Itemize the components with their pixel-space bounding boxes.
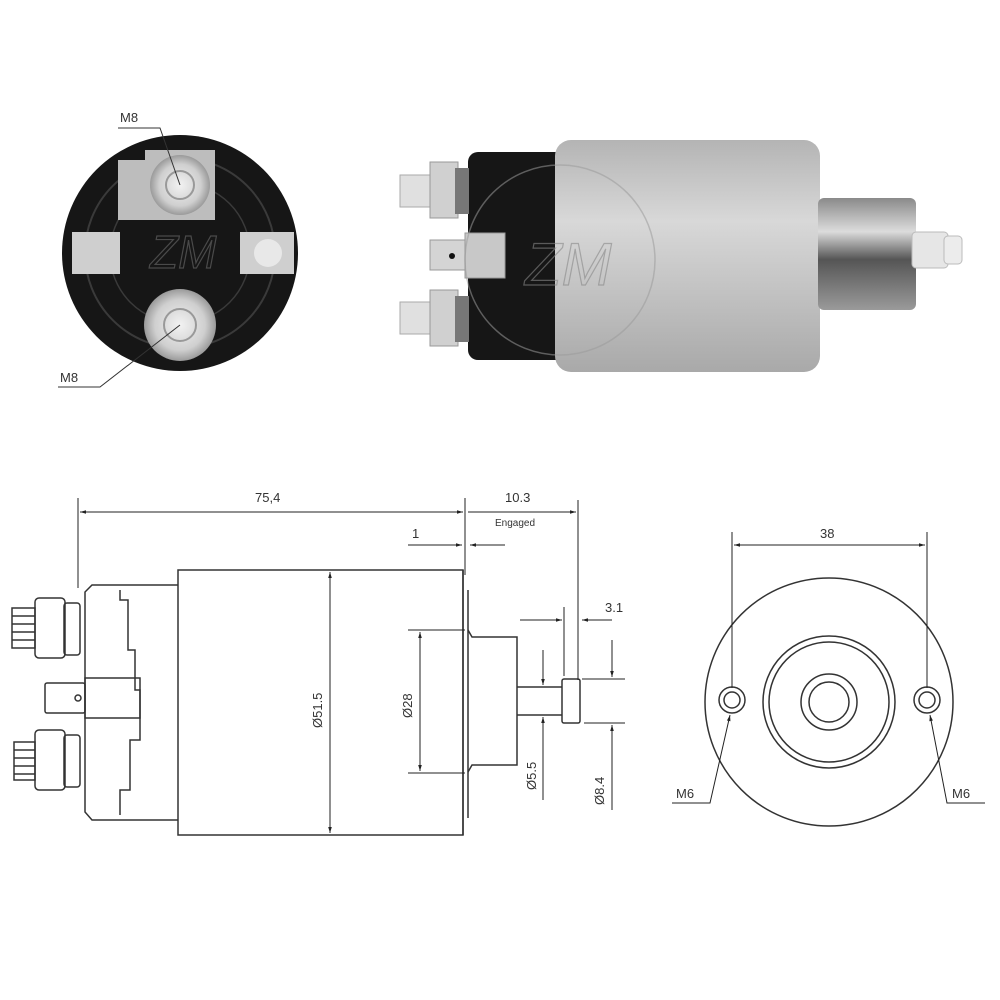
dim-overall-length: 75,4 [255,490,280,505]
end-view-top-terminal-label: M8 [120,110,138,125]
end-drawing-dimensions [672,532,985,804]
dim-plunger-head-diameter: Ø8.4 [592,777,607,805]
svg-text:ZM: ZM [523,231,612,298]
left-hole-thread-label: M6 [676,786,694,801]
end-view-photo: ZM [58,127,298,388]
end-view-bottom-terminal-label: M8 [60,370,78,385]
end-technical-drawing [704,577,954,827]
dim-travel-engaged: 10.3 [505,490,530,505]
dim-body-diameter: Ø51.5 [310,693,325,728]
watermark-logo: ZM [149,226,217,278]
dim-plunger-diameter: Ø5.5 [524,762,539,790]
dim-boss-diameter: Ø28 [400,693,415,718]
left-mounting-hole [718,686,746,714]
side-view-photo: ZM [399,140,963,372]
dim-travel-engaged-note: Engaged [495,518,535,529]
dim-plunger-head-width: 3.1 [605,600,623,615]
side-drawing-dimensions [77,498,625,833]
dim-flange-thickness: 1 [412,526,419,541]
right-mounting-hole [913,686,941,714]
right-hole-thread-label: M6 [952,786,970,801]
dim-hole-spacing: 38 [820,526,834,541]
side-technical-drawing [11,569,581,836]
watermark-circle [464,164,656,356]
